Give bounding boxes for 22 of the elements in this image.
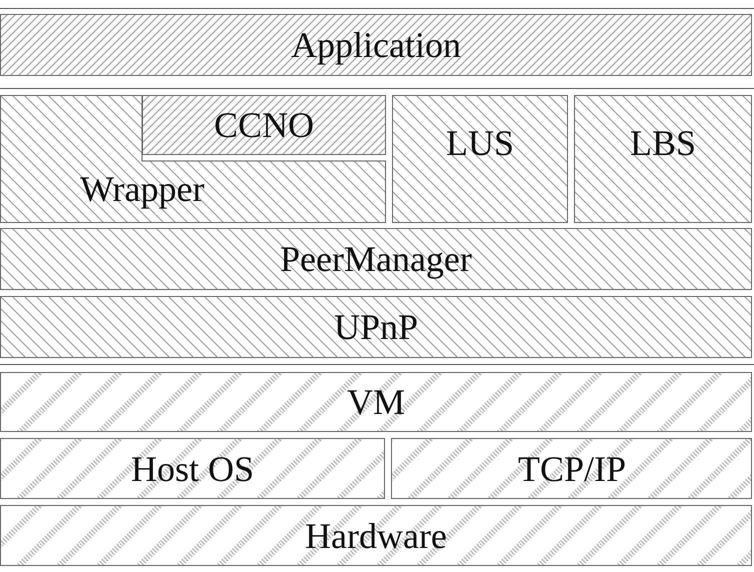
layer-box <box>0 372 752 432</box>
layer-label: Wrapper <box>80 169 204 209</box>
layer-box <box>0 228 752 290</box>
layer-label: TCP/IP <box>518 449 626 489</box>
layer-label: VM <box>347 382 406 422</box>
layer-label: PeerManager <box>280 239 472 279</box>
layer-label: Host OS <box>131 449 254 489</box>
layer-label: Application <box>291 25 461 65</box>
layer-box <box>574 95 752 223</box>
layer-box <box>0 438 385 499</box>
layer-box <box>0 296 752 358</box>
layer-box <box>392 95 568 223</box>
layer-box <box>0 95 386 223</box>
layer-box <box>391 438 752 499</box>
layer-label: LUS <box>446 123 514 163</box>
layer-label: LBS <box>630 123 696 163</box>
layer-label: Hardware <box>305 516 447 556</box>
layer-box <box>0 505 752 566</box>
layer-label: CCNO <box>214 105 314 145</box>
layer-label: UPnP <box>334 307 418 347</box>
layer-box <box>0 14 752 76</box>
layer-box <box>142 95 386 155</box>
